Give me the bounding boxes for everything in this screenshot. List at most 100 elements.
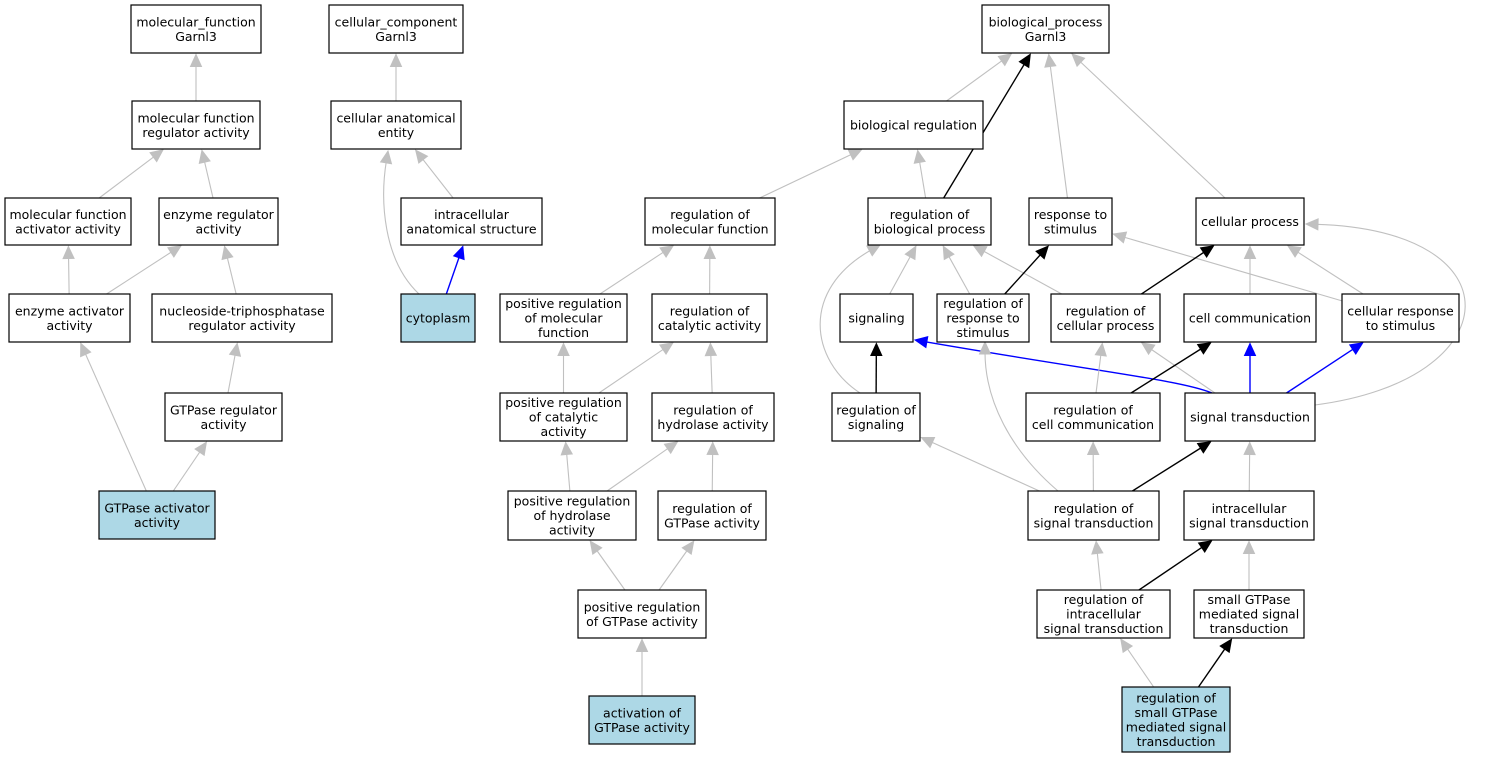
edge-reg-hyd-to-reg-cat-arrowhead xyxy=(704,342,718,357)
go-term-act-gtp-box[interactable] xyxy=(588,695,696,745)
go-term-reg-cp-box[interactable] xyxy=(1050,293,1161,343)
go-term-bio-reg[interactable]: biological regulation xyxy=(843,100,984,150)
edge-act-gtp-to-pos-reg-gtp xyxy=(635,638,649,696)
go-term-pos-reg-mf-box[interactable] xyxy=(499,293,628,343)
go-term-reg-ist-box[interactable] xyxy=(1036,589,1171,639)
go-term-mf-act-box[interactable] xyxy=(4,197,132,246)
edge-pos-reg-cat-to-pos-reg-mf-arrowhead xyxy=(557,342,570,356)
go-term-reg-resp-box[interactable] xyxy=(936,293,1030,343)
go-term-reg-sig-box[interactable] xyxy=(831,392,921,442)
go-term-reg-bp-label-line: regulation of xyxy=(890,207,970,222)
go-term-ias-box[interactable] xyxy=(400,197,543,246)
go-term-signaling[interactable]: signaling xyxy=(839,293,914,343)
go-term-cell-comm-box[interactable] xyxy=(1183,293,1317,343)
go-term-reg-small-label-line: mediated signal xyxy=(1126,719,1226,734)
go-term-small-gtp-box[interactable] xyxy=(1193,589,1305,639)
edge-reg-bp-to-bio-reg-arrowhead xyxy=(913,149,926,164)
go-term-mf-reg-box[interactable] xyxy=(131,100,261,150)
go-term-enz-act-box[interactable] xyxy=(8,293,131,343)
go-term-pos-reg-gtp-box[interactable] xyxy=(577,589,707,639)
go-term-reg-st-box[interactable] xyxy=(1027,490,1160,541)
edge-ntp-reg-to-enz-reg-arrowhead xyxy=(221,245,234,261)
go-term-reg-small-box[interactable] xyxy=(1121,686,1231,753)
go-term-cytoplasm-box[interactable] xyxy=(400,293,476,343)
edge-reg-cp-to-reg-bp xyxy=(972,245,1062,295)
go-term-enz-reg-box[interactable] xyxy=(158,197,279,246)
go-term-reg-small-label-line: small GTPase xyxy=(1135,705,1218,720)
go-term-bp-root-box[interactable] xyxy=(981,4,1110,54)
go-term-signaling-box[interactable] xyxy=(839,293,914,343)
go-term-cae-box[interactable] xyxy=(330,100,462,150)
go-term-ntp-reg-box[interactable] xyxy=(151,293,333,343)
edge-reg-sig-to-reg-bp-line xyxy=(819,249,872,394)
go-term-sig-trans[interactable]: signal transduction xyxy=(1184,392,1316,442)
go-term-cc-root-box[interactable] xyxy=(328,4,464,54)
go-term-cell-proc-box[interactable] xyxy=(1195,197,1305,246)
go-term-cell-proc[interactable]: cellular process xyxy=(1195,197,1305,246)
go-term-reg-gtp-box[interactable] xyxy=(657,490,767,541)
edge-reg-mf-to-bio-reg xyxy=(759,149,863,199)
go-term-resp-stim-box[interactable] xyxy=(1028,197,1113,246)
go-term-small-gtp-label-line: mediated signal xyxy=(1199,607,1299,622)
edge-reg-st-to-sig-trans xyxy=(1132,441,1212,492)
go-term-reg-cat-box[interactable] xyxy=(651,293,768,343)
go-term-bio-reg-box[interactable] xyxy=(843,100,984,150)
edge-reg-resp-to-reg-bp-arrowhead xyxy=(942,245,955,261)
go-term-reg-mf-box[interactable] xyxy=(644,197,776,246)
go-term-mf-root-label-line: Garnl3 xyxy=(175,29,217,44)
edge-pos-reg-hyd-to-reg-hyd xyxy=(606,441,679,492)
edge-gtpase-act-act-to-gtpase-reg-arrowhead xyxy=(194,441,208,457)
go-term-pos-reg-hyd-box[interactable] xyxy=(507,490,637,541)
go-term-mf-root-box[interactable] xyxy=(130,4,262,54)
go-term-reg-bp-box[interactable] xyxy=(867,197,992,246)
go-term-gtpase-act-act-box[interactable] xyxy=(98,490,216,540)
go-term-cytoplasm[interactable]: cytoplasm xyxy=(400,293,476,343)
edge-reg-st-to-reg-cc-arrowhead xyxy=(1086,441,1100,456)
edge-cytoplasm-to-cae-line xyxy=(383,160,420,295)
go-term-cell-resp-box[interactable] xyxy=(1341,293,1460,343)
go-term-ist-box[interactable] xyxy=(1183,490,1315,541)
go-term-reg-cc-box[interactable] xyxy=(1025,392,1161,442)
edge-cytoplasm-to-cae xyxy=(379,149,420,295)
go-term-sig-trans-box[interactable] xyxy=(1184,392,1316,442)
go-term-reg-hyd-box[interactable] xyxy=(651,392,775,442)
go-term-gtpase-reg-box[interactable] xyxy=(164,392,283,442)
go-term-pos-reg-cat-box[interactable] xyxy=(499,392,628,442)
edge-small-gtp-to-ist-arrowhead xyxy=(1242,540,1256,554)
edge-sig-trans-to-signaling-arrowhead xyxy=(913,335,929,349)
go-term-cell-comm[interactable]: cell communication xyxy=(1183,293,1317,343)
